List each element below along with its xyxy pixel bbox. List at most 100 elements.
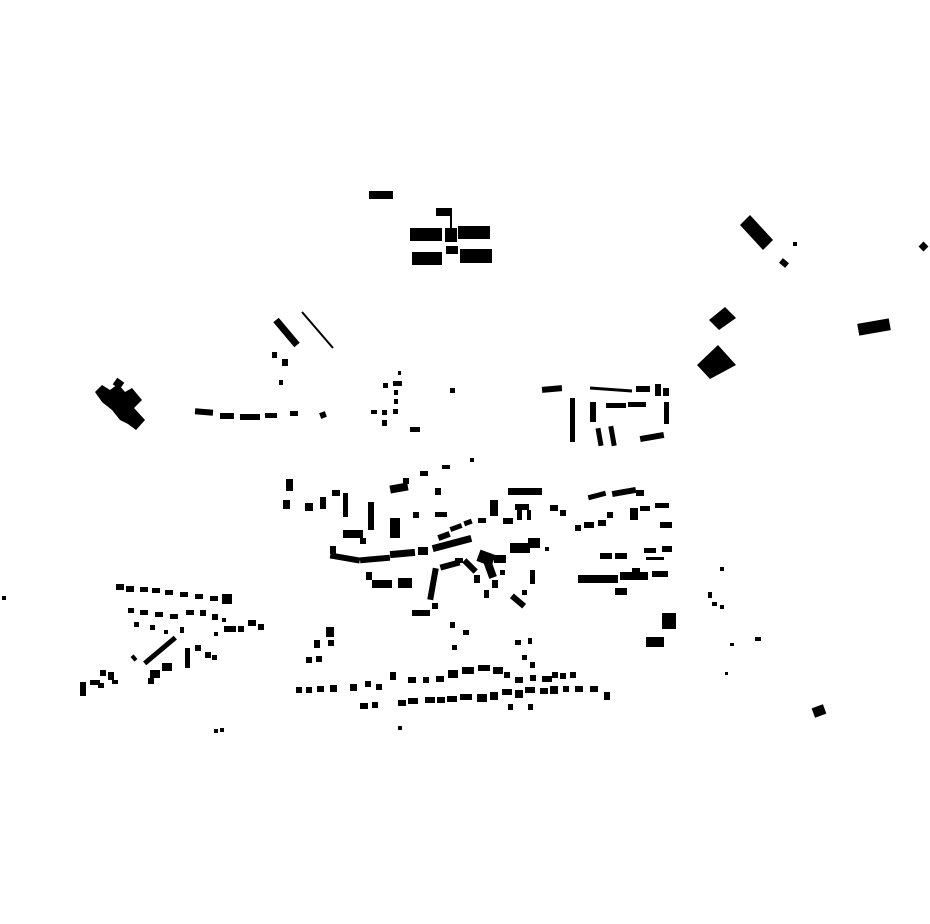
building xyxy=(212,655,217,660)
building xyxy=(449,523,463,532)
building xyxy=(570,672,576,678)
building xyxy=(425,697,435,703)
building xyxy=(328,640,334,646)
building xyxy=(458,226,490,239)
building xyxy=(314,640,320,648)
building xyxy=(165,590,173,595)
building xyxy=(134,622,139,627)
building xyxy=(220,413,234,419)
building xyxy=(708,592,712,598)
building xyxy=(636,490,644,496)
building xyxy=(150,670,160,678)
building xyxy=(632,568,640,574)
building xyxy=(279,380,283,385)
building xyxy=(365,681,371,687)
building xyxy=(372,702,378,708)
building xyxy=(140,610,148,615)
building xyxy=(412,610,430,616)
building xyxy=(306,687,312,693)
building xyxy=(587,490,607,501)
building xyxy=(590,402,596,422)
building xyxy=(212,614,218,620)
building xyxy=(413,512,419,518)
building xyxy=(412,252,442,265)
building xyxy=(589,386,633,393)
building xyxy=(490,500,498,516)
building xyxy=(283,500,290,509)
building xyxy=(382,420,387,426)
building xyxy=(185,648,190,668)
building xyxy=(186,610,194,615)
building xyxy=(628,402,646,407)
building xyxy=(248,620,256,626)
building xyxy=(222,618,226,622)
building xyxy=(205,652,211,658)
building xyxy=(195,645,201,651)
building xyxy=(709,307,736,330)
building xyxy=(484,590,489,598)
building xyxy=(510,543,530,553)
building xyxy=(437,531,451,541)
building xyxy=(389,482,409,494)
building xyxy=(517,510,522,520)
building xyxy=(410,427,420,432)
building xyxy=(615,553,627,559)
building xyxy=(494,555,506,563)
building xyxy=(382,410,387,415)
building xyxy=(560,510,566,516)
building xyxy=(460,249,492,263)
building xyxy=(296,687,302,693)
building xyxy=(918,241,929,252)
building xyxy=(360,703,368,709)
building xyxy=(530,662,535,668)
building xyxy=(306,657,312,663)
building xyxy=(504,672,510,678)
building xyxy=(697,345,736,379)
building xyxy=(2,596,6,600)
building xyxy=(730,643,734,646)
building xyxy=(90,680,100,685)
building xyxy=(200,610,206,616)
building xyxy=(563,686,569,692)
building xyxy=(646,557,664,560)
building xyxy=(662,613,676,629)
building xyxy=(390,672,396,680)
building xyxy=(326,627,334,637)
building xyxy=(608,425,617,447)
building xyxy=(398,371,401,375)
building xyxy=(432,603,438,609)
building xyxy=(180,627,184,633)
building xyxy=(359,554,391,564)
building xyxy=(155,612,163,617)
building xyxy=(180,592,188,597)
building xyxy=(394,390,398,395)
building xyxy=(478,518,486,523)
building xyxy=(470,458,474,462)
building xyxy=(222,594,232,604)
building xyxy=(463,518,473,527)
building xyxy=(528,704,533,710)
building xyxy=(301,311,334,349)
building xyxy=(80,682,86,696)
building xyxy=(140,587,148,592)
building xyxy=(445,228,457,242)
building xyxy=(740,215,773,250)
building xyxy=(371,410,377,414)
building xyxy=(525,687,535,693)
building xyxy=(446,246,458,254)
building xyxy=(604,692,610,700)
building xyxy=(330,546,336,554)
building xyxy=(316,656,322,662)
building xyxy=(515,504,529,510)
building xyxy=(655,503,669,508)
building xyxy=(366,572,372,580)
building xyxy=(350,684,357,691)
building xyxy=(541,385,563,393)
building xyxy=(394,399,398,404)
building xyxy=(214,729,218,733)
building xyxy=(372,580,392,588)
building xyxy=(368,502,374,530)
building xyxy=(600,553,612,559)
building xyxy=(646,637,664,647)
building xyxy=(490,692,498,700)
